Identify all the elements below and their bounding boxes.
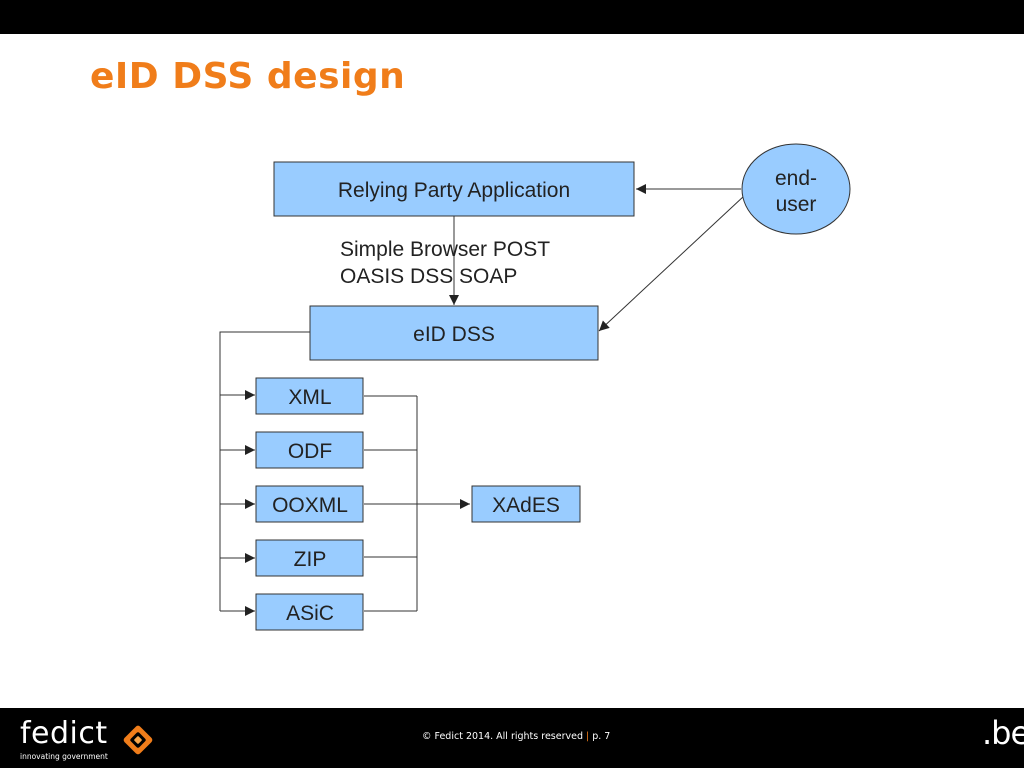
eid-dss-fanout-line <box>219 331 310 611</box>
eid-dss-label: eID DSS <box>413 323 495 346</box>
top-bar <box>0 0 1024 34</box>
connectors <box>219 184 745 616</box>
format-label-odf: ODF <box>288 440 332 463</box>
footer-bar <box>0 708 1024 768</box>
eid-dss-box <box>309 305 599 361</box>
footer-separator: | <box>586 731 590 742</box>
end-user-label-line1: end- <box>775 167 817 190</box>
fedict-logo-icon <box>123 725 153 755</box>
xades-label: XAdES <box>492 494 560 517</box>
format-label-asic: ASiC <box>286 602 334 625</box>
copyright-text: © Fedict 2014. All rights reserved <box>422 731 583 742</box>
protocol-label-browser-post: Simple Browser POST <box>340 238 550 261</box>
xades-box <box>471 485 581 523</box>
fedict-logo: fedict innovating government <box>20 716 170 764</box>
format-box-asic <box>255 593 364 631</box>
end-user-label-line2: user <box>776 193 817 216</box>
footer-copyright: © Fedict 2014. All rights reserved|p. 7 <box>422 731 610 742</box>
format-box-xml <box>255 377 364 415</box>
format-label-zip: ZIP <box>294 548 327 571</box>
be-logo: .be <box>982 714 1024 752</box>
slide-title: eID DSS design <box>90 56 406 97</box>
relying-party-label: Relying Party Application <box>338 179 570 202</box>
page-number: p. 7 <box>592 731 611 742</box>
protocol-label-dss-soap: OASIS DSS SOAP <box>340 265 517 288</box>
fedict-logo-text: fedict <box>20 716 108 751</box>
fedict-logo-tagline: innovating government <box>20 752 108 761</box>
format-label-xml: XML <box>288 386 331 409</box>
end-user-ellipse <box>741 143 851 235</box>
format-box-zip <box>255 539 364 577</box>
relying-party-box <box>273 161 635 217</box>
format-box-odf <box>255 431 364 469</box>
design-diagram: Relying Party Application end- user Simp… <box>219 143 851 631</box>
format-box-ooxml <box>255 485 364 523</box>
format-label-ooxml: OOXML <box>272 494 348 517</box>
end-user-to-eid-dss-arrow <box>598 195 745 332</box>
